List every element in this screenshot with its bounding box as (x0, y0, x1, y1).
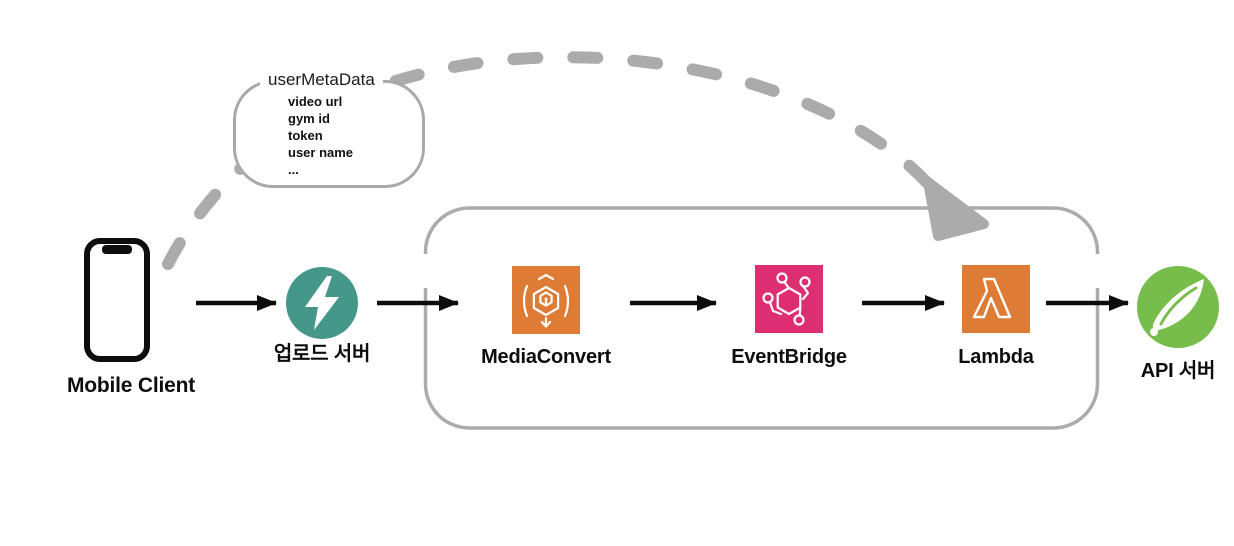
lambda-label: Lambda (958, 346, 1034, 368)
mediaconvert-glyph (522, 273, 570, 328)
lightning-bolt-icon (286, 267, 358, 339)
smartphone-icon (84, 238, 150, 362)
mobile-client-label: Mobile Client (66, 374, 196, 397)
bubble-item: video url (288, 94, 343, 109)
container-border-gap-left (418, 254, 433, 288)
aws-lambda-icon (962, 265, 1030, 333)
container-border-gap-right (1090, 254, 1105, 288)
aws-mediaconvert-icon (512, 266, 580, 334)
upload-server-label: 업로드 서버 (273, 343, 371, 365)
bubble-item: token (288, 128, 323, 143)
eventbridge-glyph (762, 272, 811, 326)
user-metadata-bubble: userMetaData video url gym id token user… (233, 70, 425, 188)
aws-group-container (423, 206, 1100, 430)
mediaconvert-label: MediaConvert (481, 346, 611, 368)
spring-glyph (1137, 266, 1219, 348)
bubble-item: user name (288, 145, 354, 160)
lambda-glyph (972, 277, 1012, 319)
bubble-item: gym id (288, 111, 330, 126)
bubble-item: ... (288, 162, 299, 177)
spring-leaf-icon (1137, 266, 1219, 348)
aws-eventbridge-icon (755, 265, 823, 333)
lightning-glyph (305, 276, 339, 330)
bubble-item-list: video url gym id token user name ... (288, 93, 353, 178)
api-server-label: API 서버 (1140, 360, 1216, 382)
bubble-title: userMetaData (260, 70, 383, 90)
metadata-arc-arrowhead (923, 177, 989, 241)
phone-notch (102, 245, 132, 254)
eventbridge-label: EventBridge (731, 346, 847, 368)
